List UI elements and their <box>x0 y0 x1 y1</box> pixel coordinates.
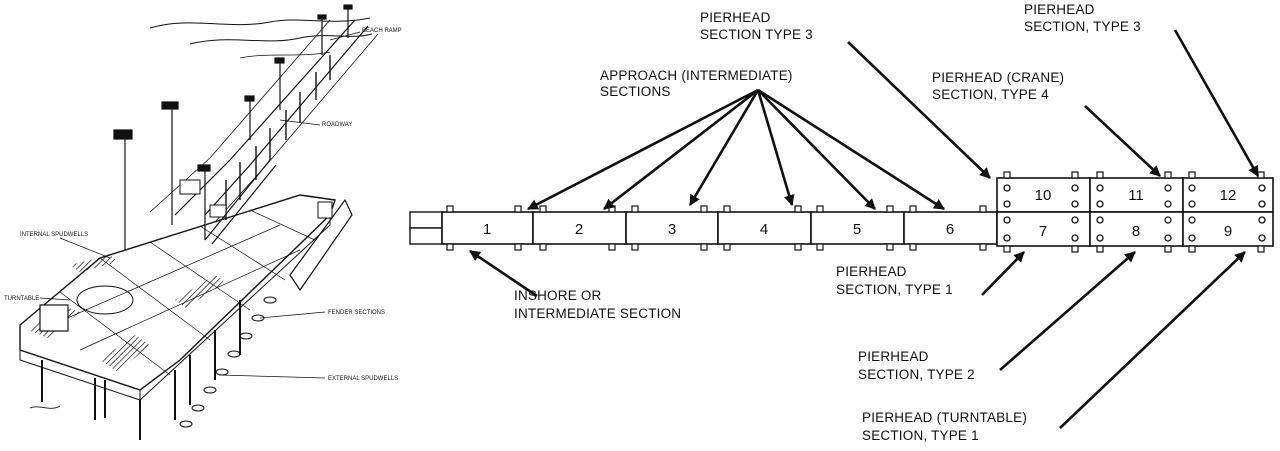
section-number-11: 11 <box>1128 187 1144 204</box>
label-beach-ramp: BEACH RAMP <box>362 28 402 34</box>
left-callout-lines <box>39 31 361 379</box>
vehicle <box>209 204 227 218</box>
label-ph3-right-line2: SECTION, TYPE 3 <box>1024 19 1141 34</box>
turntable-disc <box>76 285 134 315</box>
section-number-4: 4 <box>760 221 768 238</box>
label-turntable-line1: PIERHEAD (TURNTABLE) <box>862 410 1027 425</box>
arrow-pierhead-type1 <box>981 251 1025 296</box>
arrow-pierhead-turntable <box>1059 251 1246 429</box>
arrow-inshore <box>469 249 538 298</box>
section-9 <box>1182 211 1274 247</box>
label-turntable-line2: SECTION, TYPE 1 <box>862 428 979 443</box>
section-number-2: 2 <box>575 221 583 238</box>
section-6 <box>903 211 998 245</box>
label-ph1-line1: PIERHEAD <box>836 264 907 279</box>
arrow-pierhead-crane <box>1084 105 1161 177</box>
roadway-edge <box>204 25 369 216</box>
section-number-6: 6 <box>946 221 954 238</box>
section-5 <box>810 211 905 245</box>
label-external-spudwells: EXTERNAL SPUDWELLS <box>328 376 398 382</box>
arrow-pierhead-type2 <box>999 251 1136 371</box>
pierhead-deck <box>19 194 336 391</box>
label-crane-line1: PIERHEAD (CRANE) <box>932 70 1064 85</box>
shoreline-wave <box>239 51 331 59</box>
label-ph2-line2: SECTION, TYPE 2 <box>858 367 975 382</box>
spudwell-legs <box>41 300 241 440</box>
label-ph2-line1: PIERHEAD <box>858 349 929 364</box>
section-4 <box>717 211 812 245</box>
vessel-cabin <box>317 201 333 219</box>
label-approach-line1: APPROACH (INTERMEDIATE) <box>600 68 793 83</box>
section-12 <box>1182 177 1274 213</box>
arrow-pierhead-type3-right <box>1173 29 1260 177</box>
shoreline-wave <box>189 33 373 45</box>
lamp-posts <box>113 4 353 250</box>
section-number-8: 8 <box>1132 223 1140 240</box>
moored-vessel <box>289 198 353 292</box>
roadway-edge <box>174 19 356 216</box>
section-number-5: 5 <box>853 221 861 238</box>
section-blocks <box>441 177 1274 247</box>
vehicle <box>179 179 201 195</box>
label-ph3-left-line2: SECTION TYPE 3 <box>700 27 813 42</box>
label-ph3-left-line1: PIERHEAD <box>700 10 771 25</box>
shoreline-wave <box>149 17 371 29</box>
section-number-12: 12 <box>1220 187 1237 204</box>
deck-edge <box>19 350 141 401</box>
deck-box <box>39 304 69 332</box>
plan-view-diagram: 1 2 3 4 5 6 7 8 9 10 11 12 APPROACH (INT… <box>409 2 1274 443</box>
label-turntable: TURNTABLE <box>4 296 39 302</box>
label-internal-spudwells: INTERNAL SPUDWELLS <box>20 232 88 238</box>
roadway-rail <box>149 19 331 213</box>
section-number-3: 3 <box>668 221 676 238</box>
fender-floats <box>179 296 277 428</box>
section-2 <box>532 211 627 245</box>
label-inshore-line1: INSHORE OR <box>514 288 602 303</box>
section-number-10: 10 <box>1035 187 1052 204</box>
roadway-pilings <box>225 55 331 220</box>
arrow-pierhead-type3-left <box>847 41 991 179</box>
section-number-7: 7 <box>1039 223 1047 240</box>
label-roadway: ROADWAY <box>322 122 352 128</box>
water-ripple <box>29 405 61 409</box>
section-number-1: 1 <box>483 221 491 238</box>
isometric-pier-illustration: BEACH RAMP ROADWAY INTERNAL SPUDWELLS TU… <box>4 4 402 440</box>
crane-boom <box>204 159 277 245</box>
section-number-9: 9 <box>1224 223 1232 240</box>
beach-end-stub <box>409 211 443 245</box>
label-approach-line2: SECTIONS <box>600 84 671 99</box>
spudwell-circles <box>1003 184 1266 242</box>
label-ph1-line2: SECTION, TYPE 1 <box>836 282 953 297</box>
approach-arrows <box>527 88 945 211</box>
label-ph3-right-line1: PIERHEAD <box>1024 2 1095 17</box>
label-crane-line2: SECTION, TYPE 4 <box>932 87 1049 102</box>
section-3 <box>625 211 719 245</box>
label-fender-sections: FENDER SECTIONS <box>328 310 385 316</box>
connector-tabs <box>446 171 1265 253</box>
label-inshore-line2: INTERMEDIATE SECTION <box>514 306 681 321</box>
